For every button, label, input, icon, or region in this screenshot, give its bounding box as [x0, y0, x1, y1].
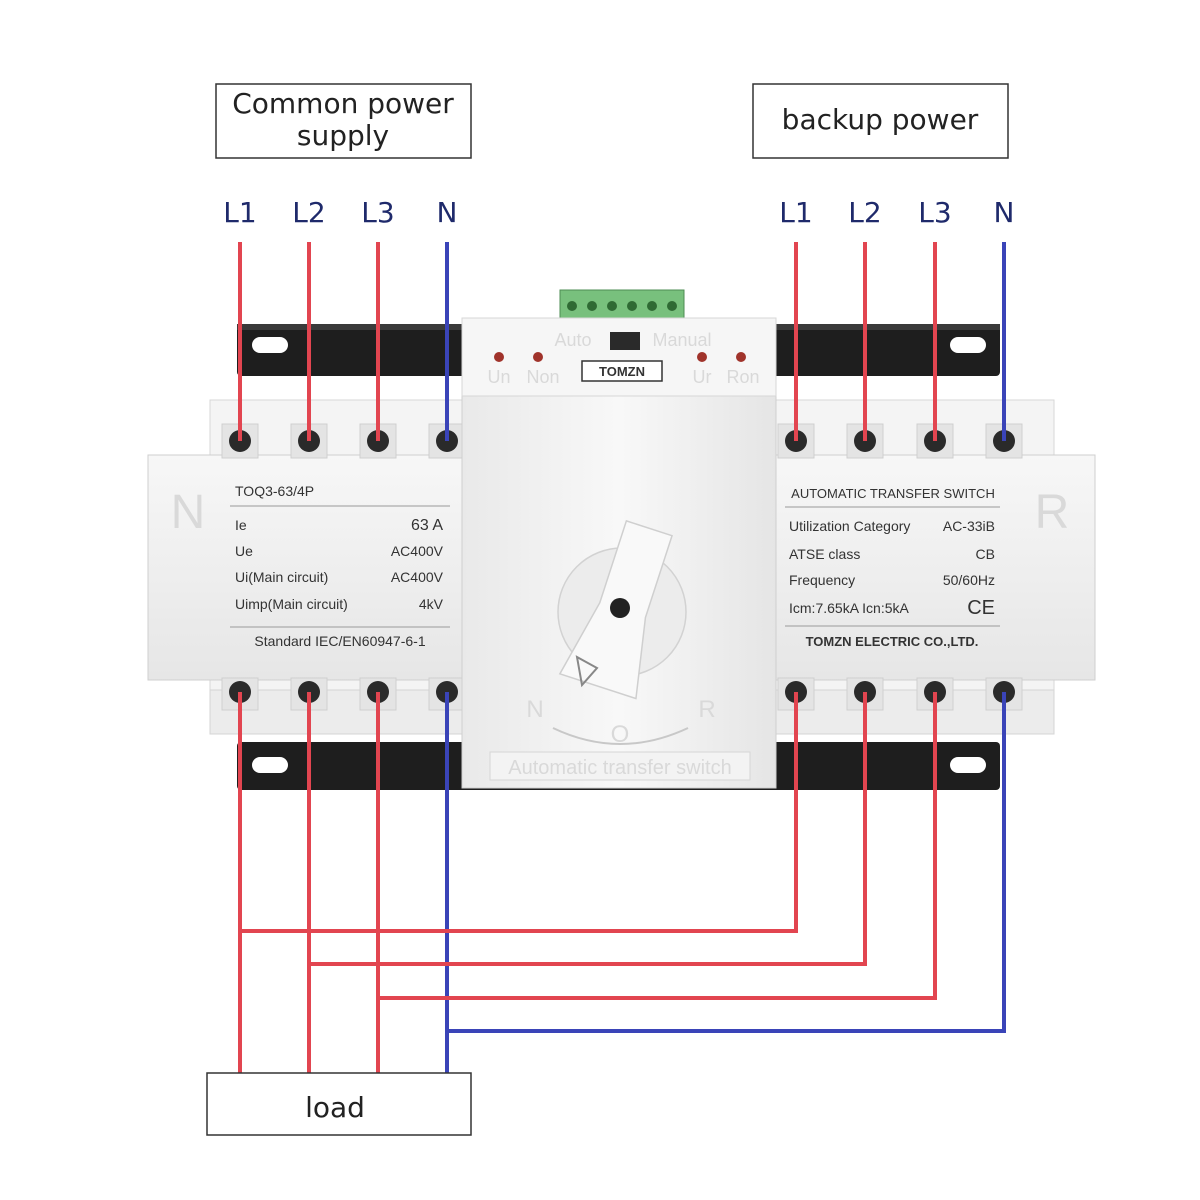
rating-label-uimp: Uimp(Main circuit): [235, 596, 348, 612]
phase-labels-right: L1 L2 L3 N: [779, 196, 1014, 229]
spec-value-class: CB: [976, 546, 995, 562]
bridge-wire-n: [447, 692, 1006, 1033]
rating-value-ie: 63 A: [411, 517, 443, 534]
mode-manual-label: Manual: [652, 330, 711, 350]
load-label: load: [305, 1091, 365, 1124]
rotation-arc: [552, 727, 689, 745]
model-number: TOQ3-63/4P: [235, 483, 314, 499]
phase-label-right-l1: L1: [779, 196, 812, 229]
phase-label-right-l3: L3: [918, 196, 951, 229]
common-power-label-line2: supply: [297, 119, 389, 152]
right-nameplate: AUTOMATIC TRANSFER SWITCH Utilization Ca…: [785, 486, 1000, 649]
position-r: R: [698, 696, 715, 723]
bridge-wires: [240, 692, 1006, 1033]
bridge-wire-l2: [309, 692, 867, 966]
spec-label-class: ATSE class: [789, 546, 860, 562]
led-label-un: Un: [487, 367, 510, 387]
left-nameplate: TOQ3-63/4P Ie 63 A Ue AC400V Ui(Main cir…: [230, 483, 450, 649]
indicator-led-non: [533, 352, 543, 362]
plate-title: AUTOMATIC TRANSFER SWITCH: [791, 486, 995, 501]
rating-value-ue: AC400V: [391, 543, 444, 559]
triangle-arrow-icon: [575, 655, 599, 688]
indicator-led-un: [494, 352, 504, 362]
rating-label-ui: Ui(Main circuit): [235, 569, 328, 585]
spec-label-icm: Icm:7.65kA Icn:5kA: [789, 600, 909, 616]
auto-manual-toggle[interactable]: [610, 332, 640, 350]
backup-supply-wires: [794, 242, 1006, 441]
bridge-wire-l1: [240, 692, 798, 933]
load-wires-left: [238, 692, 449, 1073]
rating-value-ui: AC400V: [391, 569, 444, 585]
phase-label-left-l2: L2: [292, 196, 325, 229]
handle-screw: [610, 598, 630, 618]
rating-label-ue: Ue: [235, 543, 253, 559]
indicator-led-ur: [697, 352, 707, 362]
rating-value-uimp: 4kV: [419, 596, 444, 612]
common-power-label-line1: Common power: [232, 87, 454, 120]
phase-label-right-n: N: [994, 196, 1015, 229]
phase-label-left-l3: L3: [361, 196, 394, 229]
control-terminal-screws: [567, 301, 677, 311]
brand-name: TOMZN: [599, 364, 645, 379]
led-label-ur: Ur: [693, 367, 712, 387]
standard-text: Standard IEC/EN60947-6-1: [254, 633, 425, 649]
spec-value-frequency: 50/60Hz: [943, 572, 995, 588]
side-letter-right: R: [1035, 486, 1070, 539]
position-n: N: [526, 696, 543, 723]
spec-label-frequency: Frequency: [789, 572, 855, 588]
left-breaker-body: N: [147, 399, 467, 735]
backup-power-label: backup power: [782, 103, 979, 136]
led-label-non: Non: [526, 367, 559, 387]
rating-label-ie: Ie: [235, 517, 247, 533]
phase-labels-left: L1 L2 L3 N: [223, 196, 457, 229]
bottom-label-strip: [489, 751, 751, 781]
controller-module: Auto Manual Un Non Ur Ron TOMZN N O R Au…: [461, 289, 777, 789]
spec-value-category: AC-33iB: [943, 518, 995, 534]
product-caption: Automatic transfer switch: [508, 757, 731, 779]
load-box: load: [206, 1072, 472, 1136]
indicator-led-ron: [736, 352, 746, 362]
phase-label-left-l1: L1: [223, 196, 256, 229]
spec-label-category: Utilization Category: [789, 518, 910, 534]
bridge-wire-l3: [378, 692, 937, 1000]
mode-auto-label: Auto: [554, 330, 591, 350]
ce-mark: CE: [967, 597, 995, 619]
phase-label-right-l2: L2: [848, 196, 881, 229]
phase-label-left-n: N: [437, 196, 458, 229]
position-o: O: [611, 721, 630, 748]
led-label-ron: Ron: [726, 367, 759, 387]
side-letter-left: N: [171, 486, 206, 539]
brand-badge: [581, 360, 663, 382]
maker-name: TOMZN ELECTRIC CO.,LTD.: [806, 634, 979, 649]
common-power-supply-box: Common power supply: [215, 83, 472, 159]
common-supply-wires: [238, 242, 449, 441]
backup-power-box: backup power: [752, 83, 1009, 159]
